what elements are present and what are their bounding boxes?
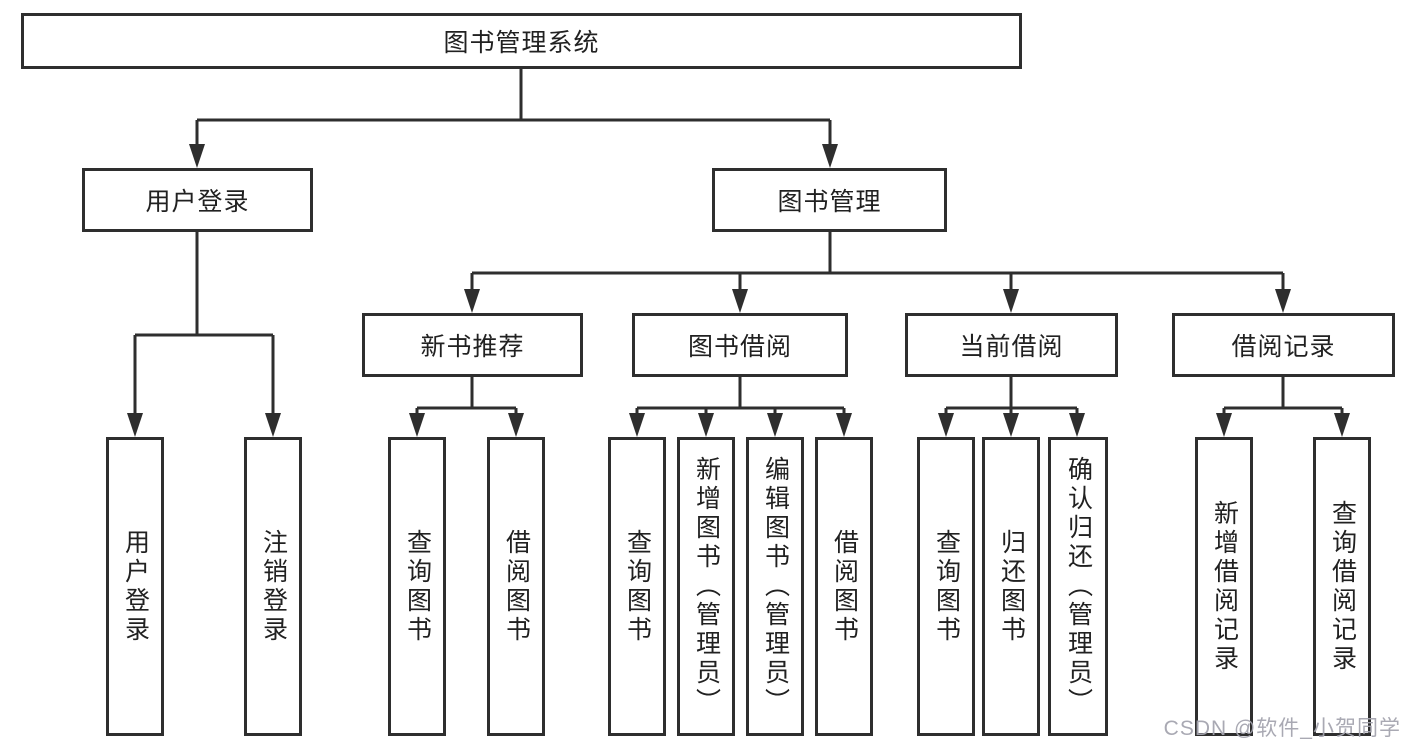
leaf-borrow-books-1-label: 借阅图书 (502, 528, 531, 645)
leaf-user-login-label: 用户登录 (121, 528, 150, 645)
leaf-add-books-admin: 新增图书（管理员） (677, 437, 735, 736)
leaf-borrow-books-2: 借阅图书 (815, 437, 873, 736)
leaf-query-books-2-label: 查询图书 (623, 528, 652, 645)
node-user-login: 用户登录 (82, 168, 313, 232)
leaf-edit-books-admin-label: 编辑图书（管理员） (761, 456, 790, 717)
node-borrowing-records: 借阅记录 (1172, 313, 1395, 377)
leaf-logout-label: 注销登录 (259, 528, 288, 645)
node-current-borrowing: 当前借阅 (905, 313, 1118, 377)
node-new-book-recommendation: 新书推荐 (362, 313, 583, 377)
node-library-management-system: 图书管理系统 (21, 13, 1022, 69)
leaf-borrow-books-1: 借阅图书 (487, 437, 545, 736)
leaf-return-books: 归还图书 (982, 437, 1040, 736)
leaf-confirm-return-admin-label: 确认归还（管理员） (1064, 456, 1093, 717)
leaf-query-books-1: 查询图书 (388, 437, 446, 736)
leaf-add-borrow-record: 新增借阅记录 (1195, 437, 1253, 736)
leaf-add-borrow-record-label: 新增借阅记录 (1210, 499, 1239, 674)
leaf-add-books-admin-label: 新增图书（管理员） (692, 456, 721, 717)
leaf-query-books-3: 查询图书 (917, 437, 975, 736)
leaf-query-borrow-record-label: 查询借阅记录 (1328, 499, 1357, 674)
node-book-management: 图书管理 (712, 168, 947, 232)
leaf-query-borrow-record: 查询借阅记录 (1313, 437, 1371, 736)
leaf-return-books-label: 归还图书 (997, 528, 1026, 645)
leaf-logout: 注销登录 (244, 437, 302, 736)
leaf-query-books-1-label: 查询图书 (403, 528, 432, 645)
leaf-borrow-books-2-label: 借阅图书 (830, 528, 859, 645)
node-book-borrowing: 图书借阅 (632, 313, 848, 377)
leaf-query-books-2: 查询图书 (608, 437, 666, 736)
csdn-watermark: CSDN @软件_小贺同学 (1163, 717, 1401, 740)
leaf-edit-books-admin: 编辑图书（管理员） (746, 437, 804, 736)
leaf-user-login: 用户登录 (106, 437, 164, 736)
leaf-confirm-return-admin: 确认归还（管理员） (1048, 437, 1108, 736)
leaf-query-books-3-label: 查询图书 (932, 528, 961, 645)
